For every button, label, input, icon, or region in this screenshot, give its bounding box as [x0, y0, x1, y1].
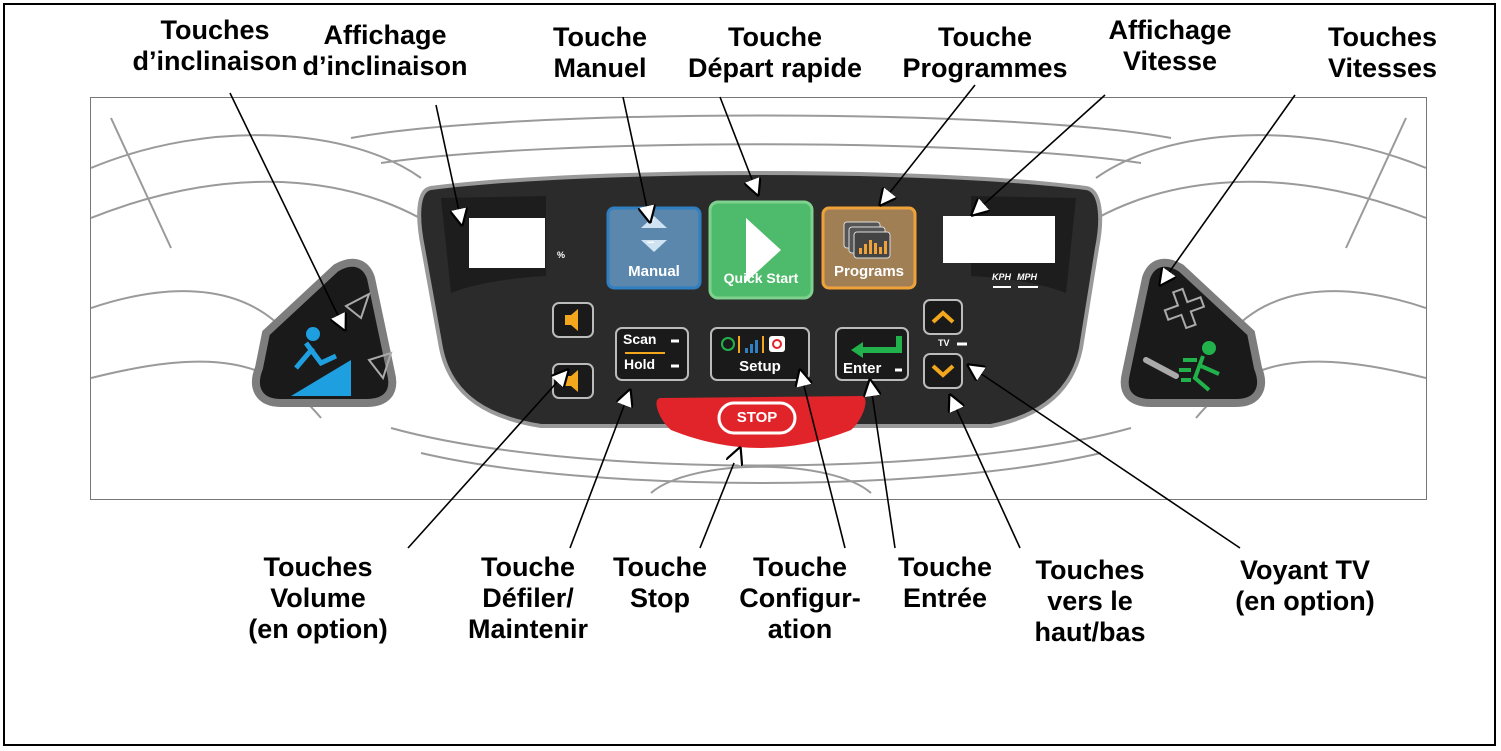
setup-label: Setup	[739, 358, 781, 375]
hold-label: Hold	[624, 356, 656, 372]
enter-label: Enter	[843, 360, 882, 377]
diagram-frame	[3, 3, 1496, 746]
stop-label: STOP	[736, 409, 778, 426]
kph-label: KPH	[992, 272, 1012, 282]
tv-label: TV	[938, 338, 950, 348]
callout-tv-indicator: Voyant TV(en option)	[1235, 555, 1375, 616]
down-button	[923, 353, 963, 389]
manual-label: Manual	[628, 263, 680, 280]
mph-label: MPH	[1017, 272, 1037, 282]
quick-start-label: Quick Start	[723, 270, 799, 286]
console-illustration: % Manual Quick Start Programs KPH MPH + …	[90, 97, 1427, 500]
incline-display	[469, 218, 545, 268]
incline-pod	[251, 258, 397, 407]
percent-label: %	[557, 250, 566, 260]
programs-label: Programs	[833, 263, 905, 280]
up-button	[923, 299, 963, 335]
scan-label: Scan	[623, 331, 657, 347]
console-drawing	[91, 114, 1426, 494]
speed-display	[943, 216, 1055, 263]
manual-minus: –	[647, 234, 655, 249]
manual-plus: +	[647, 212, 655, 227]
speed-pod	[1120, 258, 1266, 407]
